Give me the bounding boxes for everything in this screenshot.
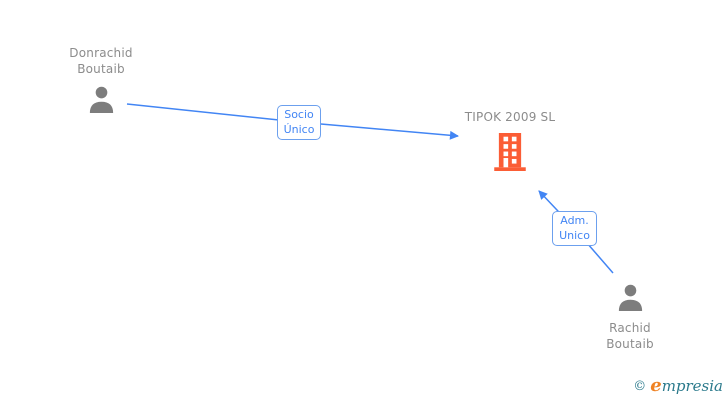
person1-name-label: Donrachid Boutaib xyxy=(69,46,133,76)
building-icon xyxy=(493,132,527,175)
edge-label-adm-unico-text: Adm. Unico xyxy=(559,213,590,242)
node-company-tipok-2009-sl[interactable]: TIPOK 2009 SL xyxy=(442,110,578,175)
node-person-rachid-boutaib[interactable]: Rachid Boutaib xyxy=(584,284,676,352)
brand-initial: e xyxy=(650,375,662,396)
copyright-icon: © xyxy=(633,379,647,394)
brand-name: mpresia xyxy=(661,377,723,395)
edge-label-adm-unico: Adm. Unico xyxy=(552,211,597,246)
company-name-label: TIPOK 2009 SL xyxy=(464,110,556,124)
person-icon xyxy=(617,284,644,315)
person2-name-label: Rachid Boutaib xyxy=(606,321,654,351)
edge-label-socio-unico-text: Socio Único xyxy=(283,107,315,136)
person-icon xyxy=(88,86,115,117)
empresia-logo[interactable]: ©empresia xyxy=(633,375,723,396)
edge-label-socio-unico: Socio Único xyxy=(277,105,321,140)
node-person-donrachid-boutaib[interactable]: Donrachid Boutaib xyxy=(55,46,147,117)
